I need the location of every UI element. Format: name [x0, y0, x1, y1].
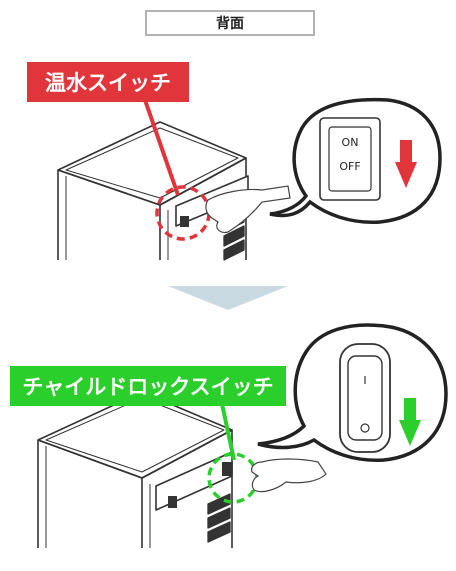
switch-off-label: OFF	[339, 160, 360, 173]
hot-water-rocker-switch: ON OFF	[319, 117, 381, 201]
red-down-arrow-icon	[395, 140, 417, 188]
child-lock-switch-text: チャイルドロックスイッチ	[22, 375, 274, 399]
back-view-label: 背面	[145, 10, 315, 36]
small-switch-lock	[222, 462, 232, 476]
child-lock-rocker-switch: I	[339, 343, 391, 453]
green-down-arrow-icon	[399, 398, 421, 446]
switch-i-label: I	[363, 374, 366, 387]
small-switch-hot	[180, 216, 189, 227]
hot-water-switch-text: 温水スイッチ	[45, 71, 171, 95]
hand-icon	[205, 185, 291, 233]
step-down-arrow-icon	[168, 286, 288, 310]
lock-switch-pointer-line	[220, 403, 236, 461]
switch-o-mark	[360, 423, 370, 433]
back-view-label-text: 背面	[216, 16, 244, 32]
switch-on-label: ON	[342, 136, 359, 149]
dispenser-unit-bottom	[37, 391, 233, 548]
hot-switch-pointer-line	[143, 99, 180, 196]
top-illustration: ON OFF	[57, 97, 442, 261]
child-lock-switch-callout: チャイルドロックスイッチ	[10, 366, 286, 406]
hand-icon-2	[251, 458, 327, 493]
hot-water-switch-callout: 温水スイッチ	[27, 62, 189, 102]
